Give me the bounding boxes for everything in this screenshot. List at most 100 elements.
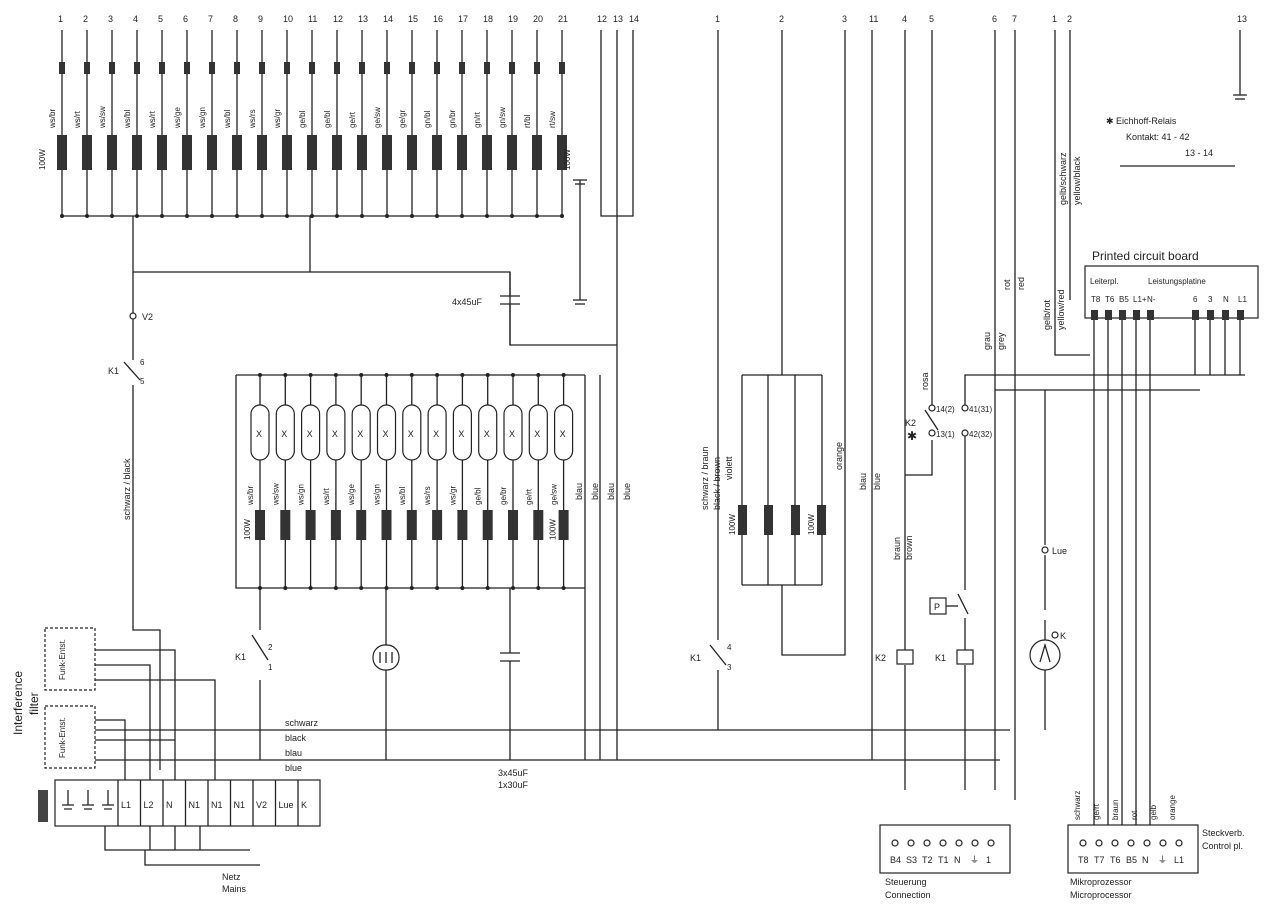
- wire-num-13: 13: [613, 14, 623, 24]
- heater-color-label: ws/rs: [248, 109, 257, 129]
- v2-label: V2: [142, 312, 153, 322]
- mains-pin: L2: [144, 800, 154, 810]
- k1-coil-label: K1: [935, 653, 946, 663]
- wire-black-brown: black / brown: [712, 457, 722, 510]
- mid-color-label: ws/rt: [322, 487, 331, 506]
- connector-pin: [987, 839, 995, 847]
- k1-right-pin4: 4: [727, 643, 732, 652]
- heater-resistor: [407, 135, 417, 170]
- junction: [561, 586, 566, 590]
- mid-color-label: ge/br: [499, 486, 508, 505]
- junction: [510, 214, 514, 218]
- heater-resistor: [357, 135, 367, 170]
- wire-red: red: [1016, 277, 1026, 290]
- wire-blau-3: blau: [606, 483, 616, 500]
- mid-color-label: ws/br: [246, 486, 255, 506]
- pcb-pin: [1133, 310, 1140, 320]
- connector-pin-label: ⏚: [970, 855, 979, 865]
- junction: [535, 214, 539, 218]
- micro-label-2: Microprocessor: [1070, 890, 1132, 900]
- fuse: [559, 62, 565, 74]
- mid-color-label: ws/gn: [297, 484, 306, 506]
- wire-num-12: 12: [597, 14, 607, 24]
- heater-resistor: [330, 510, 341, 540]
- heater-color-label: ws/gr: [273, 109, 282, 129]
- fuse: [334, 62, 340, 74]
- wire-schwarz-black-left: schwarz / black: [122, 458, 132, 520]
- top-extra-wires: 12 13 14: [597, 14, 639, 760]
- fuse: [534, 62, 540, 74]
- top-wire-num: 10: [283, 14, 293, 24]
- mains-pin: K: [301, 800, 307, 810]
- relay-note: ✱ Eichhoff-Relais Kontakt: 41 - 42 13 - …: [1106, 116, 1235, 167]
- mid-color-label: ws/bl: [398, 487, 407, 506]
- mains-pin: V2: [256, 800, 267, 810]
- lamp-cross: X: [281, 429, 287, 439]
- top-wire-num: 3: [108, 14, 113, 24]
- mid-color-label: ge/sw: [550, 484, 559, 505]
- heater-lamp: [376, 404, 397, 461]
- lamp-cross: X: [307, 429, 313, 439]
- top-wire-num: 14: [383, 14, 393, 24]
- heater-color-label: ge/bl: [323, 110, 332, 128]
- fuse: [134, 62, 140, 74]
- heater-color-label: gn/br: [448, 109, 457, 128]
- mains-pin: L1: [121, 800, 131, 810]
- heater-lamp: [452, 404, 472, 461]
- mains-label-1: Netz: [222, 872, 241, 882]
- lamp-cross: X: [383, 429, 389, 439]
- fuse: [184, 62, 190, 74]
- filter-box2-label: Funk-Entst.: [58, 717, 67, 758]
- mid-color-label: ge/rt: [524, 488, 533, 505]
- top-wire-num: 19: [508, 14, 518, 24]
- wire-num-14: 14: [629, 14, 639, 24]
- micro-wire-label: schwarz: [1073, 791, 1082, 820]
- heater-lamp: [250, 404, 270, 461]
- k1-top-pin5: 5: [140, 377, 145, 386]
- heater-lamp: [478, 404, 498, 461]
- heater-resistor: [107, 135, 117, 170]
- micro-connector: Mikroprozessor Microprocessor Steckverb.…: [1067, 791, 1245, 900]
- junction: [560, 214, 564, 218]
- top-wire-num: 9: [258, 14, 263, 24]
- junction: [485, 586, 490, 590]
- connector-pin-label: T8: [1078, 855, 1089, 865]
- junction: [260, 214, 264, 218]
- heater-resistor: [381, 510, 392, 540]
- k2-label: K2: [905, 418, 916, 428]
- connector-pin: [955, 839, 963, 847]
- heater-color-label: ws/gn: [198, 107, 207, 129]
- heater-resistor: [305, 510, 316, 540]
- control-label-1: Steuerung: [885, 877, 927, 887]
- right-wire-num: 2: [1067, 14, 1072, 24]
- relay-note-line3: 13 - 14: [1185, 148, 1213, 158]
- k1-mid-pin1: 1: [268, 663, 273, 672]
- filter-label-2: filter: [27, 692, 41, 715]
- k1-mid-label: K1: [235, 652, 246, 662]
- filter-label-1: Interference: [11, 671, 25, 735]
- connector-pin-label: T2: [922, 855, 933, 865]
- micro-wire-label: braun: [1111, 800, 1120, 820]
- connector-pin: [1111, 839, 1119, 847]
- lamp-cross: X: [484, 429, 490, 439]
- heater-color-label: rt/bl: [523, 114, 532, 128]
- printed-circuit-board: Printed circuit board Leiterpl. Leistung…: [1084, 249, 1259, 825]
- mains-pin: N1: [189, 800, 201, 810]
- heater-resistor: [382, 135, 392, 170]
- pcb-right-pin: L1: [1238, 295, 1247, 304]
- top-wire-num: 7: [208, 14, 213, 24]
- lamp-cross: X: [332, 429, 338, 439]
- junction: [185, 214, 189, 218]
- top-watt-right: 100W: [563, 149, 572, 170]
- heater-resistor: [457, 510, 468, 540]
- fuse: [109, 62, 115, 74]
- heater-lamp: [402, 404, 422, 461]
- top-heater-bank: 1ws/br2ws/rt3ws/sw4ws/bl5ws/rt6ws/ge7ws/…: [38, 14, 572, 218]
- bus-blue: blue: [285, 763, 302, 773]
- mid-watt-left: 100W: [243, 519, 252, 540]
- heater-color-label: ws/rt: [73, 110, 82, 129]
- wire-blau-1: blau: [574, 483, 584, 500]
- k2-contact-3: 41(31): [969, 405, 992, 414]
